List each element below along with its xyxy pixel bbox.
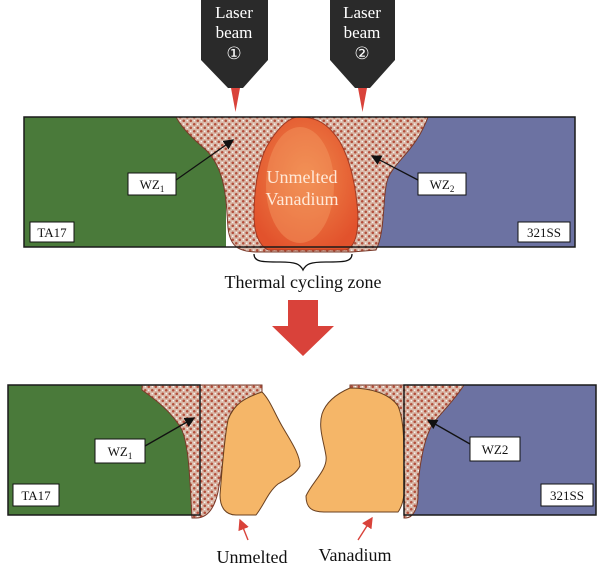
wz2-arrow-top [370,155,419,181]
ss321-outline-bottom [403,384,597,516]
wz1-label-top: WZ1 [140,177,165,194]
wz1-arrow-top [175,139,235,181]
laser-beam-2-tip [358,88,367,112]
laser-2-label-line1: Laser [343,3,381,22]
vanadium-pointer [357,516,373,541]
bottom-panel: TA17 321SS WZ1 WZ2 Unmelted Vanadium [7,384,597,567]
ss321-label-bottom: 321SS [550,488,584,503]
laser-1-label-line2: beam [216,23,253,42]
wz2-label-top: WZ2 [430,177,455,194]
wz2-label-box-bottom [469,436,521,462]
wz1-label-box-top [127,172,177,196]
ta17-label-box-bottom [12,483,60,507]
wz2-arrow-bottom [426,419,471,445]
wz1-arrow-bottom [144,417,196,447]
bottom-label-unmelted: Unmelted [217,547,288,567]
laser-1-number: ① [226,44,241,63]
center-label-line1: Unmelted [267,167,338,187]
laser-head-1: Laser beam ① [201,0,268,112]
laser-1-label-line1: Laser [215,3,253,22]
laser-head-2: Laser beam ② [330,0,395,112]
thermal-zone-label: Thermal cycling zone [225,272,382,292]
laser-beam-1-tip [231,88,240,112]
wz1-label-box-bottom [94,438,146,464]
thermal-zone-brace [253,253,353,272]
wz1-label-bottom: WZ1 [108,444,133,461]
ss321-label-top: 321SS [527,225,561,240]
vanadium-right-bottom [305,387,406,513]
wz2-label-box-top [417,172,467,196]
top-panel: Unmelted Vanadium TA17 321SS WZ1 WZ2 The… [23,116,576,292]
vanadium-left-bottom [219,391,301,516]
laser-2-label-line2: beam [344,23,381,42]
bottom-label-vanadium: Vanadium [319,545,392,565]
vanadium-inner-glow [266,127,334,243]
top-plate-outline [23,116,576,248]
ss321-label-box-top [517,221,571,243]
ss321-label-box-bottom [540,483,594,507]
laser-2-number: ② [354,44,369,63]
unmelted-pointer [238,518,249,541]
center-label-line2: Vanadium [266,189,339,209]
ta17-outline-bottom [7,384,201,516]
ta17-label-top: TA17 [37,225,67,240]
vanadium-region-top [253,116,359,251]
ta17-label-bottom: TA17 [21,488,51,503]
wz2-label-bottom: WZ2 [482,442,509,457]
transition-arrow [272,300,334,356]
ta17-label-box-top [29,221,75,243]
